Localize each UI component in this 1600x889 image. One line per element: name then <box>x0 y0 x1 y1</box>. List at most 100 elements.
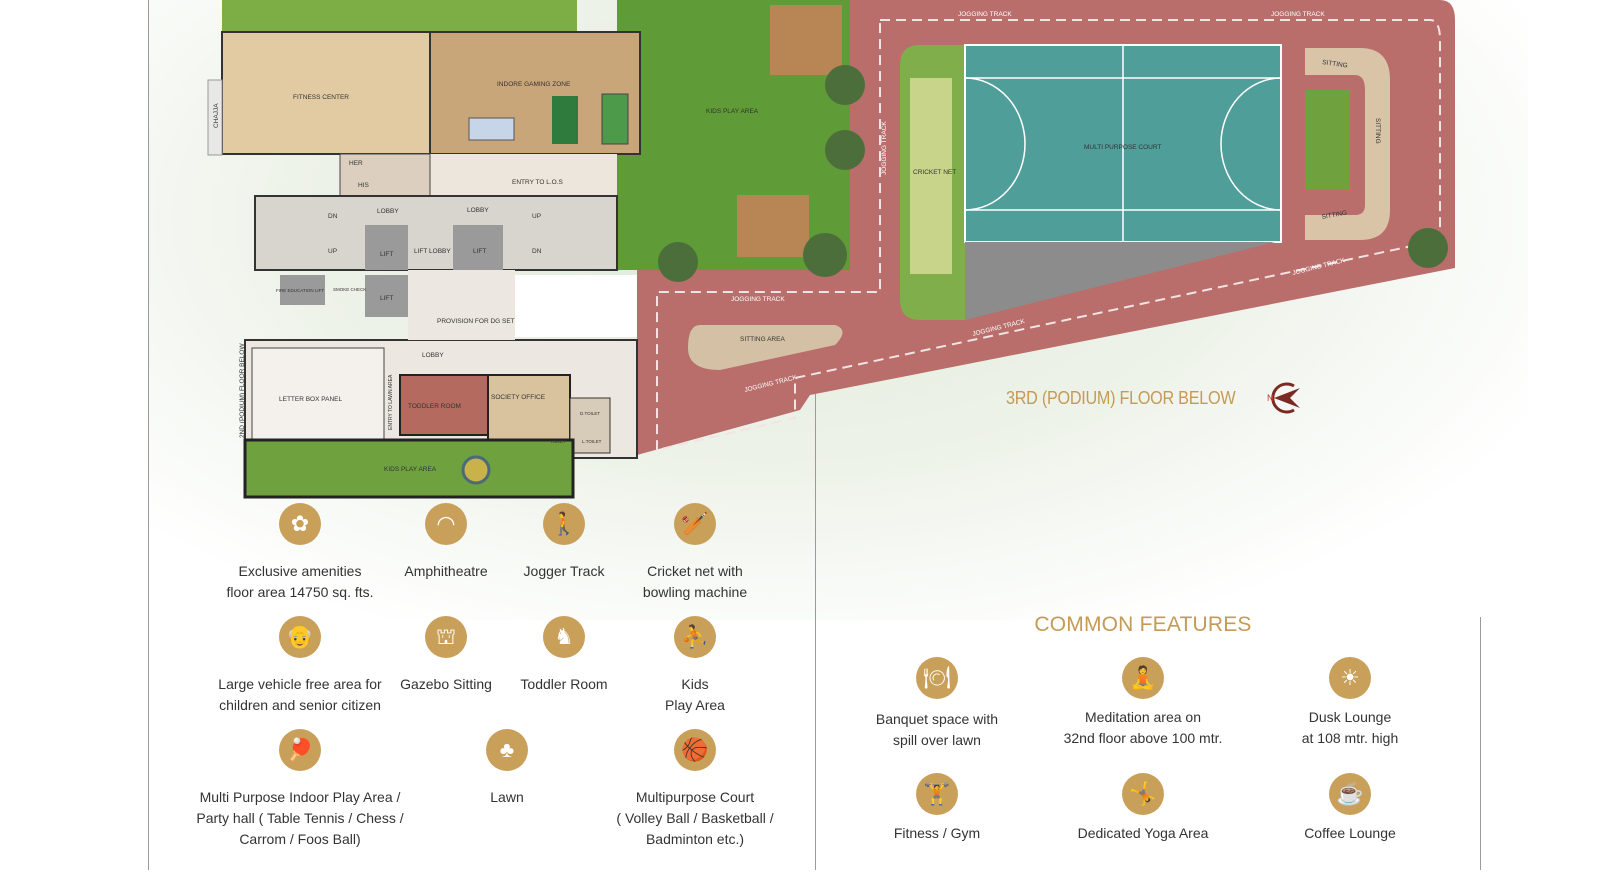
amenity-label: Multi Purpose Indoor Play Area /Party ha… <box>196 789 404 847</box>
label-letter-box: LETTER BOX PANEL <box>279 396 342 403</box>
center-divider <box>815 0 816 870</box>
sitting-steps <box>1305 48 1390 240</box>
toilets <box>569 397 611 454</box>
north-compass-icon: N <box>1267 382 1300 414</box>
label-chajja: CHAJJA <box>213 103 220 128</box>
label-up: UP <box>532 213 541 220</box>
label-society-office: SOCIETY OFFICE <box>491 394 546 401</box>
walking-person-icon: 🚶 <box>543 503 585 545</box>
floor-title: 3RD (PODIUM) FLOOR BELOW <box>1006 388 1236 408</box>
label-kids-play-area: KIDS PLAY AREA <box>384 466 437 473</box>
amenity-label: Lawn <box>490 789 524 805</box>
amenity-item: ◠ Amphitheatre <box>326 503 566 582</box>
label-jogging-track: JOGGING TRACK <box>958 11 1012 18</box>
slide-icon: ⛹ <box>674 616 716 658</box>
label-up: UP <box>328 248 337 255</box>
label-2nd-floor-below: 2ND (PODIUM) FLOOR BELOW <box>239 343 246 438</box>
label-dn: DN <box>328 213 338 220</box>
his-her <box>339 153 431 197</box>
label-multi-purpose-court: MULTI PURPOSE COURT <box>1084 144 1161 151</box>
label-lobby: LOBBY <box>377 208 399 215</box>
fire-lift <box>280 275 325 305</box>
common-features-heading: COMMON FEATURES <box>1034 613 1252 636</box>
label-his: HIS <box>358 182 370 189</box>
track-dashed-line <box>656 19 1441 452</box>
kids-play-lawn-lower <box>243 438 575 499</box>
amphitheatre-icon: ◠ <box>425 503 467 545</box>
label-d-toilet: D.TOILET <box>580 411 600 416</box>
lobby-corridor <box>408 270 515 340</box>
right-divider <box>1480 617 1481 870</box>
label-sitting: SITTING <box>1322 59 1348 70</box>
entry-los-band <box>430 154 617 196</box>
label-lobby: LOBBY <box>422 352 444 359</box>
amenity-label: Multipurpose Court( Volley Ball / Basket… <box>616 789 774 847</box>
feature-item: 🤸Dedicated Yoga Area <box>1023 773 1263 844</box>
table-tennis-table <box>552 96 578 144</box>
label-lift: LIFT <box>473 248 486 255</box>
label-sitting-area: SITTING AREA <box>740 336 785 343</box>
label-fire-lift: FIRE EDUCATION LIFT <box>276 288 324 293</box>
umbrella <box>461 455 491 485</box>
rocking-horse-icon: ♞ <box>543 616 585 658</box>
senior-citizen-icon: 👴 <box>279 616 321 658</box>
feature-item: ☕Coffee Lounge <box>1230 773 1470 844</box>
table-tennis-icon: 🏓 <box>279 729 321 771</box>
pool-table <box>601 93 629 145</box>
tree <box>803 233 847 277</box>
lounge-chair-icon: ☀ <box>1329 657 1371 699</box>
amenity-label: Gazebo Sitting <box>400 676 492 692</box>
amenity-label: Amphitheatre <box>404 563 488 579</box>
label-lobby: LOBBY <box>467 207 489 214</box>
chajja <box>207 79 223 156</box>
label-smoke-check: SMOKE CHECK <box>333 287 366 292</box>
label-dn: DN <box>532 248 542 255</box>
label-toilet: TOILET <box>550 439 566 444</box>
label-lift: LIFT <box>380 251 393 258</box>
sitting-area <box>688 325 843 370</box>
label-kids-play-area: KIDS PLAY AREA <box>706 108 759 115</box>
feature-label: Dedicated Yoga Area <box>1077 825 1209 841</box>
toddler-room-floor <box>399 374 489 436</box>
amenity-item: ♞ Toddler Room <box>444 616 684 695</box>
label-fitness-center: FITNESS CENTER <box>293 94 349 101</box>
letter-box-panel <box>251 347 385 441</box>
feature-label: Fitness / Gym <box>893 825 981 841</box>
label-her: HER <box>349 160 363 167</box>
dg-set-space <box>515 275 637 337</box>
amenity-item: 🏓 Multi Purpose Indoor Play Area /Party h… <box>180 729 420 850</box>
basketball-icon: 🏀 <box>674 729 716 771</box>
left-divider <box>148 0 149 870</box>
gravel-area <box>965 242 1275 320</box>
amenity-item: ♣Lawn <box>387 729 627 808</box>
dumbbell-icon: 🏋 <box>916 773 958 815</box>
core-block <box>254 195 618 271</box>
tree <box>825 65 865 105</box>
floor-plan: FITNESS CENTER INDORE GAMING ZONE CHAJJA… <box>207 0 1455 499</box>
lift <box>365 275 408 317</box>
tree <box>658 242 698 282</box>
lift <box>365 225 408 270</box>
amenity-item: ⛫Gazebo Sitting <box>326 616 566 695</box>
amenity-label: Toddler Room <box>520 676 608 692</box>
label-jogging-track: JOGGING TRACK <box>1271 11 1325 18</box>
flower-icon: ✿ <box>279 503 321 545</box>
amenity-label: Jogger Track <box>523 563 605 579</box>
label-toddler-room: TODDLER ROOM <box>408 403 461 410</box>
label-jogging-track: JOGGING TRACK <box>731 296 785 303</box>
lift <box>453 225 503 270</box>
court-arc-right <box>1220 77 1282 211</box>
sitting-lawn <box>1305 90 1350 190</box>
tree <box>825 130 865 170</box>
label-jogging-track: JOGGING TRACK <box>881 121 888 175</box>
